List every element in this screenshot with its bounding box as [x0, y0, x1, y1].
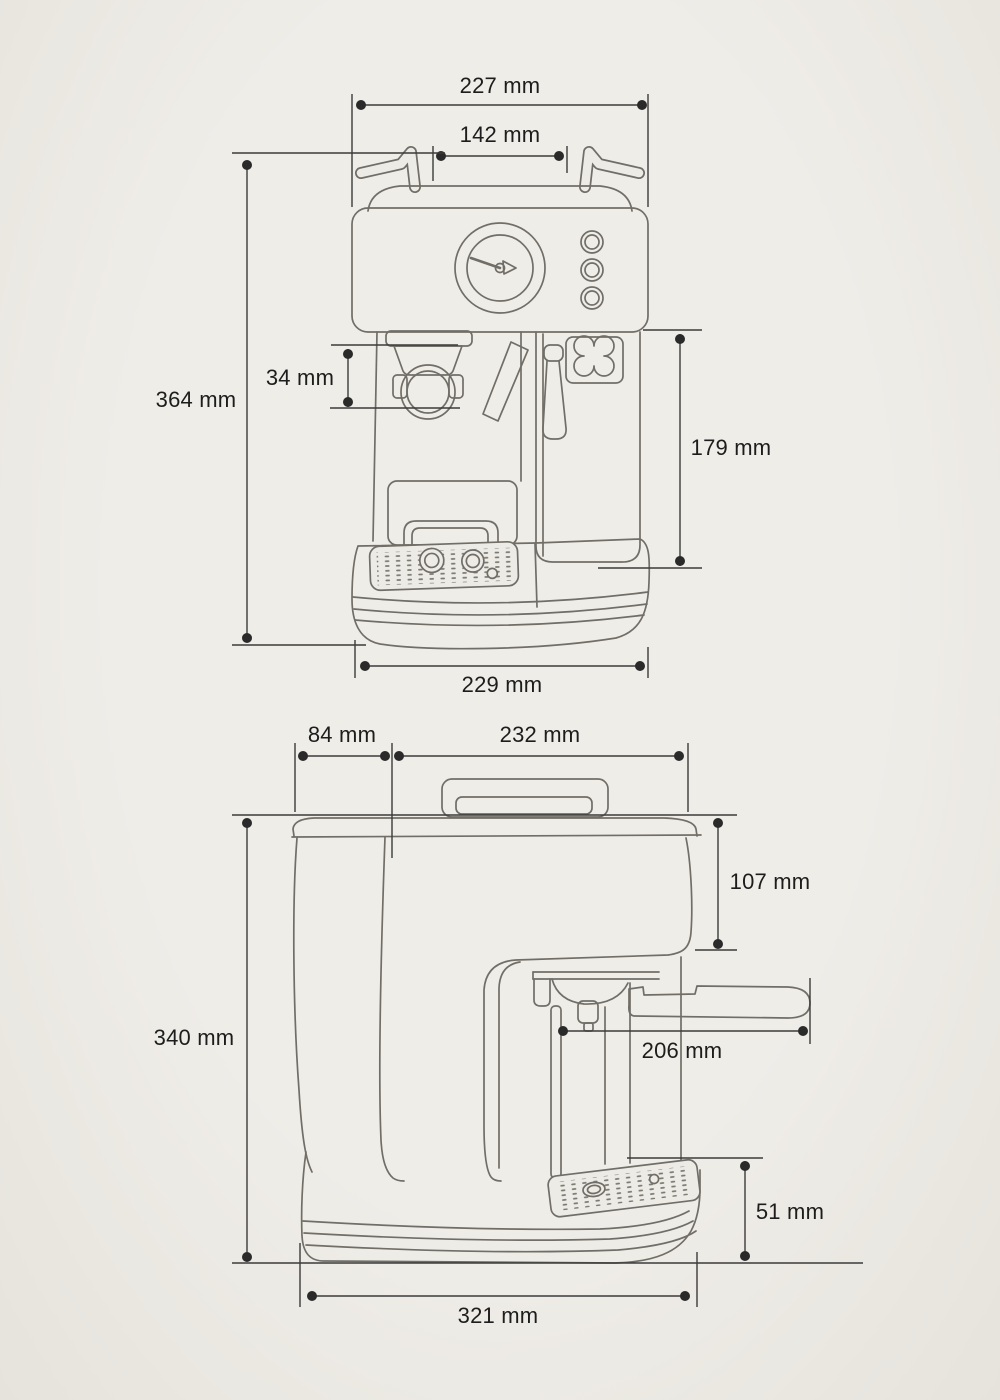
control-buttons	[580, 230, 604, 310]
dim-side-height-340	[242, 818, 252, 1262]
dim-label-321: 321 mm	[457, 1303, 539, 1328]
side-view-dimensions	[232, 743, 863, 1307]
control-panel	[351, 207, 649, 333]
milk-tank	[535, 331, 641, 563]
side-lid	[292, 817, 698, 837]
front-view-illustration	[351, 146, 651, 650]
group-head	[393, 345, 463, 376]
steam-wand	[482, 341, 529, 422]
dim-label-232: 232 mm	[499, 722, 581, 747]
dim-side-base-51	[627, 1157, 763, 1261]
tank-seam	[378, 836, 405, 1182]
dim-label-34: 34 mm	[265, 365, 335, 390]
dim-side-top-232	[394, 743, 689, 812]
dim-label-179: 179 mm	[690, 435, 772, 460]
group-head-flange	[385, 330, 473, 347]
tank-recess	[565, 336, 624, 384]
pressure-gauge-icon	[454, 222, 546, 314]
wand-valve	[533, 978, 551, 1007]
portafilter	[400, 364, 456, 420]
top-lid	[367, 185, 633, 212]
tank-knob	[573, 335, 615, 377]
base-front	[351, 538, 651, 650]
tray-handle	[403, 520, 499, 546]
dim-label-229: 229 mm	[461, 672, 543, 697]
drip-tray-front	[368, 540, 520, 592]
dim-front-width-227	[351, 94, 649, 207]
group-dome	[551, 978, 629, 1005]
dim-label-51: 51 mm	[755, 1199, 825, 1224]
body-back-edge	[292, 837, 313, 1173]
dim-front-height-364	[232, 152, 445, 646]
dim-side-head-107	[695, 818, 737, 951]
dim-side-depth-321	[299, 1243, 698, 1307]
dim-front-group-34	[330, 344, 460, 409]
body-left-edge	[372, 331, 378, 542]
dim-label-107: 107 mm	[729, 869, 811, 894]
body-front-edge	[483, 837, 693, 1182]
dim-front-base-229	[354, 640, 649, 678]
side-view-illustration	[291, 778, 811, 1264]
dim-label-206: 206 mm	[641, 1038, 723, 1063]
dim-front-rails-142	[432, 146, 568, 181]
dim-label-364: 364 mm	[155, 387, 237, 412]
carry-handle	[441, 778, 609, 818]
dim-label-84: 84 mm	[307, 722, 377, 747]
dim-label-340: 340 mm	[153, 1025, 235, 1050]
front-view-dimensions	[232, 94, 702, 678]
dim-side-back-84	[294, 743, 393, 858]
froth-spout	[543, 344, 564, 362]
drip-tray-side	[547, 1158, 701, 1218]
dim-label-142: 142 mm	[459, 122, 541, 147]
portafilter-handle	[628, 985, 811, 1019]
dim-front-tank-179	[598, 329, 702, 569]
dim-side-reach-206	[558, 978, 811, 1044]
dim-label-227: 227 mm	[459, 73, 541, 98]
